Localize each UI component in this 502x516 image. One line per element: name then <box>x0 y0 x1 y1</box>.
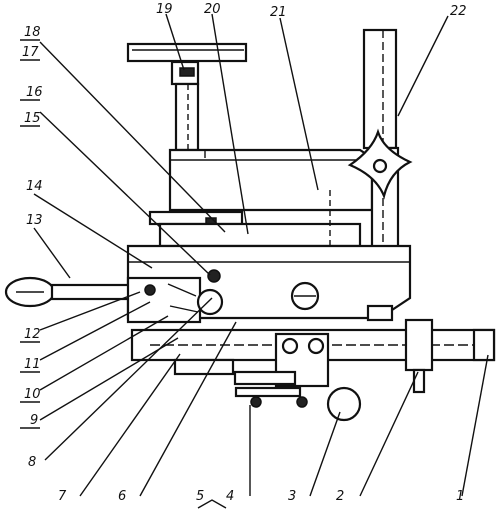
callouts: 19 20 21 22 18 17 16 15 14 13 12 11 10 9… <box>22 2 467 504</box>
callout-16: 16 <box>26 85 43 100</box>
rail-screw <box>412 368 426 394</box>
callout-1: 1 <box>456 489 464 504</box>
callout-19: 19 <box>156 2 173 17</box>
callout-14: 14 <box>26 179 43 194</box>
callout-22: 22 <box>450 4 467 19</box>
callout-6: 6 <box>118 489 126 504</box>
left-gear-assembly <box>126 269 224 324</box>
middle-plate <box>148 210 362 248</box>
callout-8: 8 <box>28 455 36 470</box>
callout-10: 10 <box>24 387 41 402</box>
callout-3: 3 <box>288 489 296 504</box>
upper-body-block <box>168 148 374 212</box>
callout-13: 13 <box>26 213 43 228</box>
leader-lines <box>33 13 489 509</box>
top-column <box>170 60 200 152</box>
callout-7: 7 <box>58 489 67 504</box>
top-handwheel-plate <box>126 42 248 63</box>
callout-17: 17 <box>22 45 39 60</box>
callout-underlines <box>20 39 40 429</box>
callout-18: 18 <box>24 25 41 40</box>
callout-11: 11 <box>24 357 41 372</box>
bottom-clamp <box>173 358 362 422</box>
callout-21: 21 <box>270 5 287 20</box>
callout-5: 5 <box>196 489 204 504</box>
callout-12: 12 <box>24 327 41 342</box>
callout-4: 4 <box>226 489 234 504</box>
star-handwheel <box>347 128 413 200</box>
callout-15: 15 <box>24 111 41 126</box>
callout-20: 20 <box>204 2 221 17</box>
callout-9: 9 <box>30 413 38 428</box>
callout-2: 2 <box>336 489 344 504</box>
feed-handle <box>4 276 132 308</box>
